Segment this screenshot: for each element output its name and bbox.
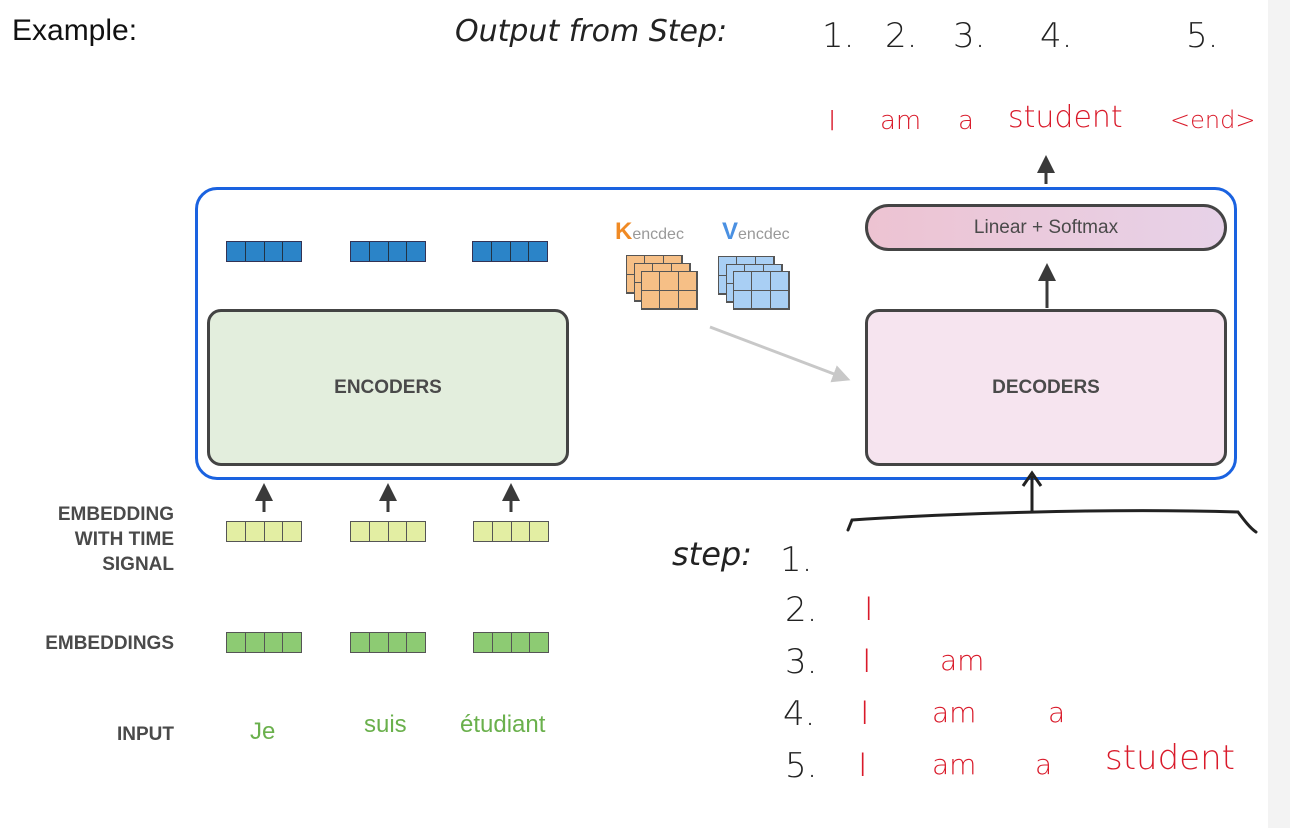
output-step-num: 4. (1040, 16, 1073, 56)
k-subscript: encdec (632, 226, 684, 243)
time-signal-vector (473, 521, 549, 542)
scrollbar-track[interactable] (1268, 0, 1290, 828)
output-token: I (828, 104, 837, 137)
v-matrix (733, 271, 790, 310)
step-num: 5. (785, 746, 818, 786)
time-signal-vector (226, 521, 302, 542)
output-token: <end> (1170, 106, 1256, 134)
output-from-step-label: Output from Step: (455, 14, 728, 49)
v-letter: V (722, 218, 739, 245)
k-letter: K (615, 218, 633, 245)
input-word: étudiant (460, 711, 546, 738)
output-token: a (958, 106, 974, 136)
step-token: I (858, 746, 868, 784)
row-label-embedding-time: EMBEDDING WITH TIME SIGNAL (58, 502, 174, 577)
row-label-line: EMBEDDING (57, 504, 174, 525)
step-token: student (1105, 738, 1235, 778)
v-encdec-label: Vencdec (722, 218, 790, 246)
embedding-vector (226, 632, 302, 653)
encoder-output-vector (472, 241, 548, 262)
v-subscript: encdec (738, 226, 790, 243)
embedding-vector (350, 632, 426, 653)
step-token: a (1035, 748, 1053, 781)
input-word: suis (364, 711, 407, 738)
kv-to-decoder-arrow (709, 325, 851, 383)
heading: Example: (12, 14, 138, 47)
step-label: step: (672, 535, 752, 573)
step-num: 3. (785, 642, 818, 682)
row-label-line: SIGNAL (102, 554, 174, 575)
output-step-num: 3. (953, 16, 986, 56)
step-num: 2. (785, 590, 818, 630)
step-token: a (1048, 696, 1066, 729)
step-token: I (860, 694, 870, 732)
transformer-box (195, 187, 1237, 480)
brace-arrowhead-icon (1021, 470, 1043, 487)
output-step-num: 5. (1186, 16, 1219, 56)
encoder-output-vector (226, 241, 302, 262)
output-step-num: 2. (885, 16, 918, 56)
step-token: am (940, 644, 985, 677)
output-token: am (880, 106, 922, 136)
brace-icon (846, 509, 1258, 534)
step-token: I (862, 642, 872, 680)
input-word: Je (250, 718, 276, 745)
k-matrix (641, 271, 698, 310)
step-num: 1. (780, 540, 813, 580)
row-label-input: INPUT (117, 724, 174, 745)
linear-softmax-block: Linear + Softmax (865, 204, 1227, 251)
step-num: 4. (783, 694, 816, 734)
decoders-block: DECODERS (865, 309, 1227, 466)
output-step-num: 1. (822, 16, 855, 56)
step-token: I (864, 590, 874, 628)
encoder-output-vector (350, 241, 426, 262)
row-label-embeddings: EMBEDDINGS (45, 633, 174, 654)
encoders-block: ENCODERS (207, 309, 569, 466)
embedding-vector (473, 632, 549, 653)
step-token: am (932, 696, 977, 729)
step-token: am (932, 748, 977, 781)
output-token: student (1008, 100, 1123, 135)
row-label-line: WITH TIME (74, 529, 174, 550)
time-signal-vector (350, 521, 426, 542)
k-encdec-label: Kencdec (615, 218, 684, 246)
